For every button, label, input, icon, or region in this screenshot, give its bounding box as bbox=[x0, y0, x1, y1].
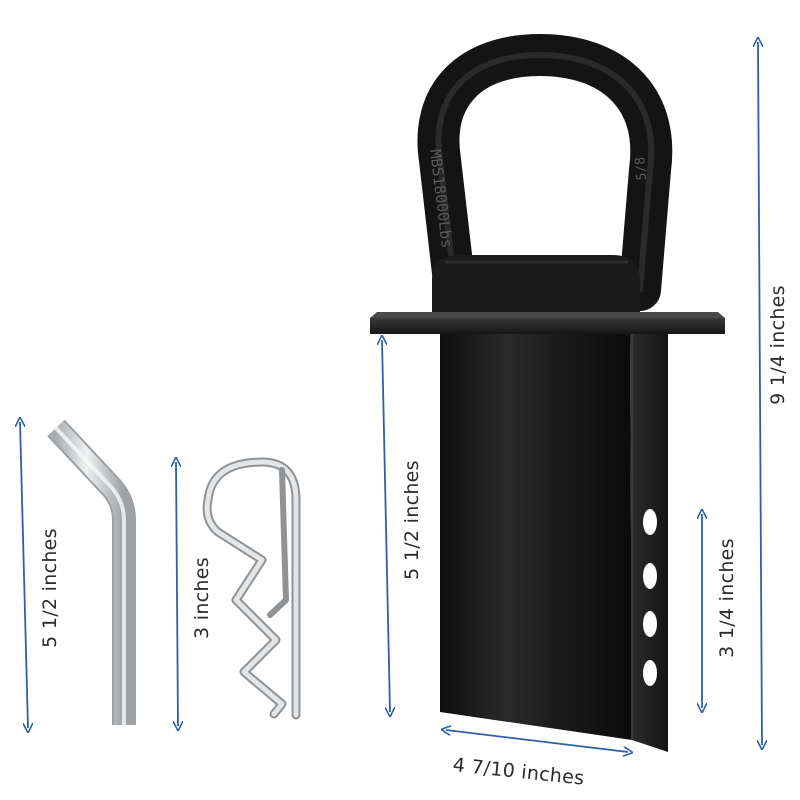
d-ring: MBS18000Lbs 5/8 bbox=[417, 33, 673, 311]
pin-length-label: 5 1/2 inches bbox=[39, 528, 61, 648]
hitch-pin bbox=[47, 419, 136, 725]
pin-length-arrow bbox=[20, 422, 28, 728]
pin-hole bbox=[643, 660, 657, 686]
mount-plate bbox=[370, 312, 725, 334]
clip-length-label: 3 inches bbox=[191, 557, 213, 639]
receiver-height-arrow bbox=[382, 340, 390, 712]
dimension-arrows bbox=[20, 42, 762, 752]
receiver-tube bbox=[440, 334, 668, 752]
pin-hole bbox=[643, 509, 657, 535]
hole-span-label: 3 1/4 inches bbox=[716, 538, 738, 658]
pin-hole bbox=[643, 563, 657, 589]
r-clip bbox=[202, 457, 301, 720]
total-height-label: 9 1/4 inches bbox=[767, 285, 789, 405]
receiver-height-label: 5 1/2 inches bbox=[401, 460, 423, 580]
width-arrow bbox=[446, 730, 628, 752]
pin-hole bbox=[643, 611, 657, 637]
total-height-arrow bbox=[758, 42, 762, 745]
ring-strap bbox=[432, 255, 640, 322]
ring-size-marking-text: 5/8 bbox=[633, 156, 650, 181]
pin-holes bbox=[643, 509, 657, 686]
clip-length-arrow bbox=[176, 462, 178, 726]
